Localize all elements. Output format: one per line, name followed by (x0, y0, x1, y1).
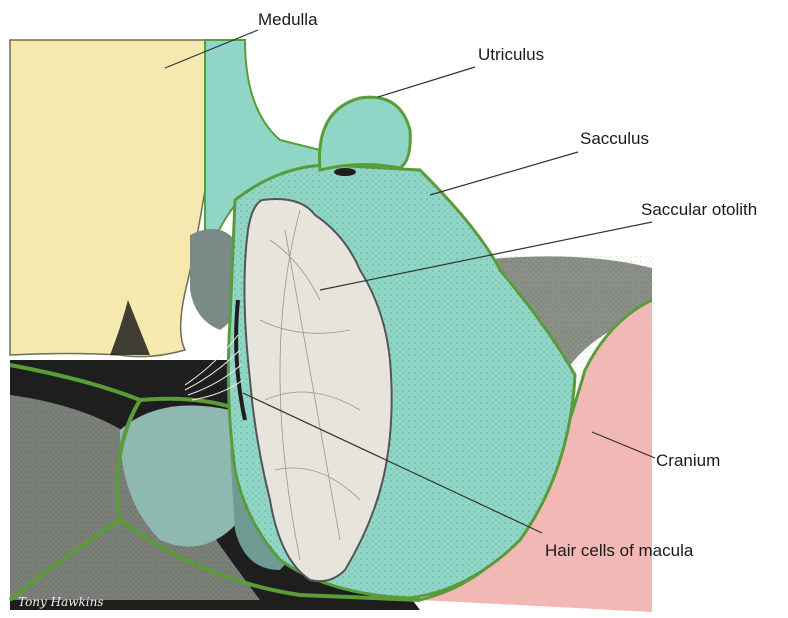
leader-utriculus (378, 67, 475, 97)
utriculus-shape (320, 97, 411, 170)
label-medulla: Medulla (258, 10, 318, 29)
medulla-shape (10, 40, 208, 357)
label-utriculus: Utriculus (478, 45, 544, 64)
label-cranium: Cranium (656, 451, 720, 470)
label-sacculus: Sacculus (580, 129, 649, 148)
utriculus-opening (334, 168, 356, 176)
leader-sacculus (430, 152, 578, 195)
label-saccular-otolith: Saccular otolith (641, 200, 757, 219)
artist-signature: Tony Hawkins (18, 595, 104, 609)
label-hair-cells: Hair cells of macula (545, 541, 694, 560)
